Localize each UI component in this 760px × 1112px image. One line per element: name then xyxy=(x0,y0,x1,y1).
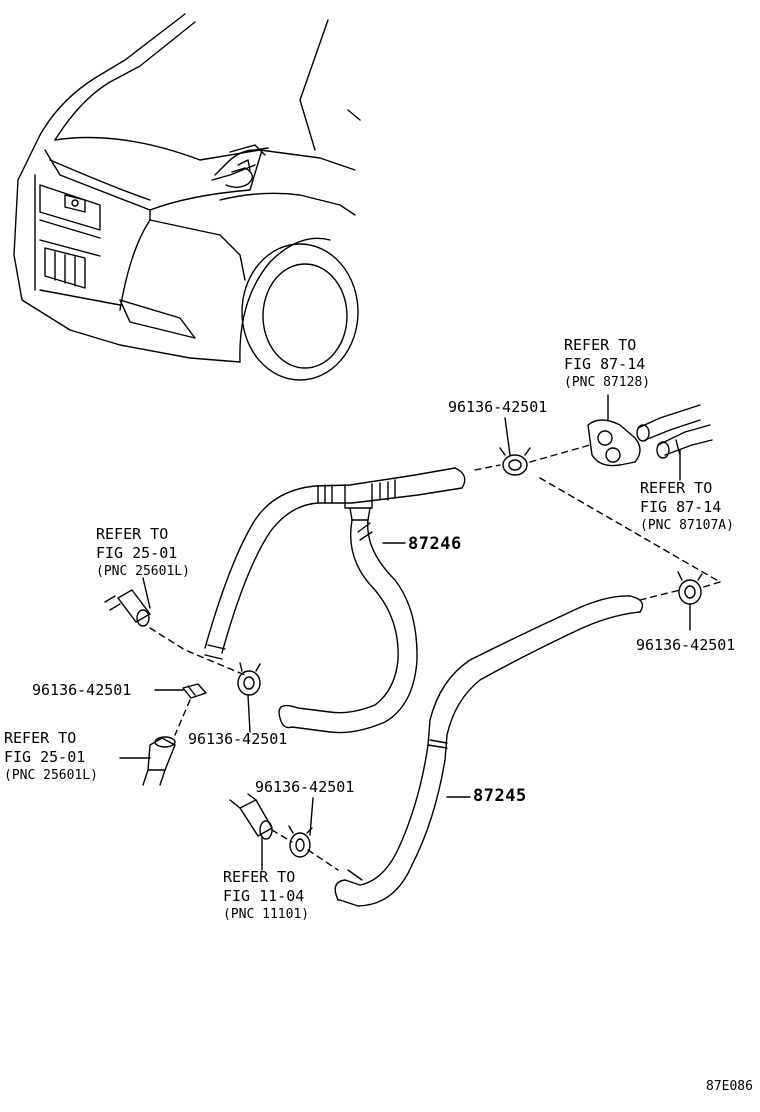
hose-87245 xyxy=(334,595,644,907)
part-number-clamp-top[interactable]: 96136-42501 xyxy=(448,398,548,416)
leader-lines xyxy=(119,394,691,871)
clamp-right xyxy=(677,571,703,605)
part-number-87245[interactable]: 87245 xyxy=(473,786,527,806)
part-number-clamp-left[interactable]: 96136-42501 xyxy=(32,681,132,699)
refer-line3: (PNC 11101) xyxy=(223,907,310,922)
refer-line1: REFER TO xyxy=(4,729,77,747)
dashed-guides xyxy=(149,444,721,871)
hose-87246 xyxy=(204,467,466,734)
pipe-stub-upper-left xyxy=(104,589,151,627)
diagram-code: 87E086 xyxy=(706,1079,753,1094)
refer-fig-11-04: REFER TO FIG 11-04 (PNC 11101) xyxy=(223,870,309,925)
refer-line3: (PNC 87128) xyxy=(564,375,651,390)
refer-line1: REFER TO xyxy=(96,525,169,543)
vehicle-illustration xyxy=(13,13,361,381)
pipe-stub-lower-left xyxy=(142,736,176,786)
refer-fig-25-01-lower: REFER TO FIG 25-01 (PNC 25601L) xyxy=(4,731,98,786)
refer-line2: FIG 11-04 xyxy=(223,887,305,905)
part-number-87246[interactable]: 87246 xyxy=(408,534,462,554)
refer-line1: REFER TO xyxy=(564,336,637,354)
refer-line1: REFER TO xyxy=(223,868,296,886)
clamp-mid xyxy=(237,662,261,696)
refer-line2: FIG 87-14 xyxy=(640,498,722,516)
refer-line3: (PNC 25601L) xyxy=(96,564,190,579)
part-number-clamp-mid[interactable]: 96136-42501 xyxy=(188,730,288,748)
refer-fig-87-14-pnc-87107a: REFER TO FIG 87-14 (PNC 87107A) xyxy=(640,481,734,536)
clamp-top xyxy=(499,447,531,476)
refer-line2: FIG 25-01 xyxy=(96,544,178,562)
heater-pipe-connector xyxy=(587,404,713,467)
refer-line3: (PNC 87107A) xyxy=(640,518,734,533)
pipe-stub-bottom xyxy=(229,793,273,840)
refer-line3: (PNC 25601L) xyxy=(4,768,98,783)
part-number-clamp-right[interactable]: 96136-42501 xyxy=(636,636,736,654)
refer-line2: FIG 25-01 xyxy=(4,748,86,766)
part-number-clamp-bottom[interactable]: 96136-42501 xyxy=(255,778,355,796)
clamp-left xyxy=(182,683,207,699)
refer-fig-87-14-pnc-87128: REFER TO FIG 87-14 (PNC 87128) xyxy=(564,338,650,393)
refer-line1: REFER TO xyxy=(640,479,713,497)
refer-fig-25-01-upper: REFER TO FIG 25-01 (PNC 25601L) xyxy=(96,527,190,582)
refer-line2: FIG 87-14 xyxy=(564,355,646,373)
